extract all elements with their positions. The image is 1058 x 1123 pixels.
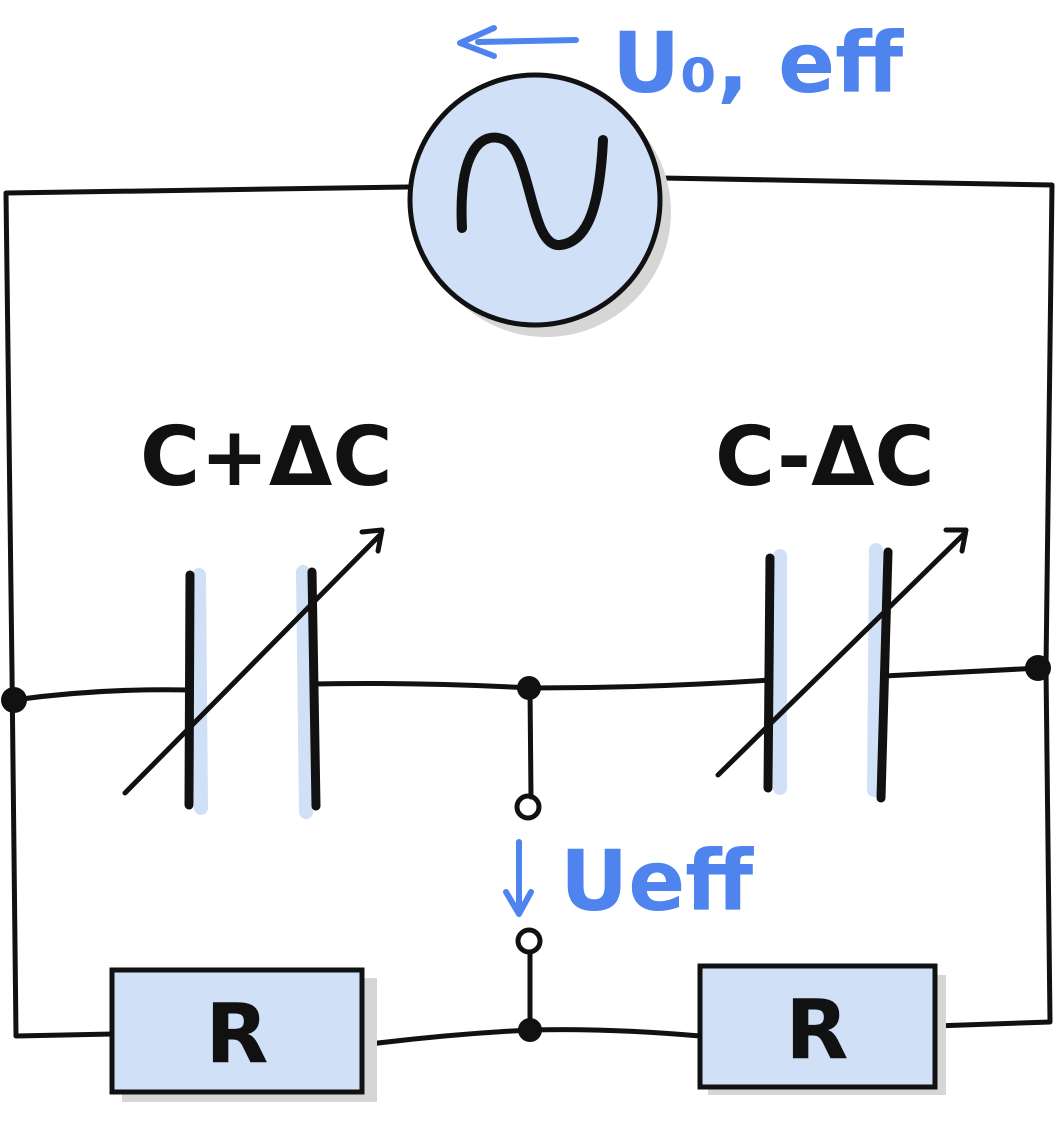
capacitor-right-label: C-ΔC (715, 410, 935, 505)
capacitor-right-variable-arrow (715, 527, 969, 778)
resistor-left-body (109, 967, 365, 1095)
terminal-bottom (515, 927, 543, 955)
source-voltage-arrow (457, 25, 579, 59)
arrow-left-icon (457, 25, 579, 59)
sine-wave-icon (456, 132, 608, 250)
ac-source (407, 72, 671, 337)
capacitor-left-variable-arrow (122, 527, 385, 796)
terminal-top (514, 793, 542, 821)
resistor-right-label: R (785, 983, 848, 1078)
capacitor-right-highlight-2 (867, 543, 883, 797)
junction-left (1, 687, 27, 713)
resistor-left-label: R (205, 987, 268, 1082)
capacitor-right-plate-1 (763, 553, 775, 793)
junction-center-top (517, 676, 541, 700)
arrow-down-icon (503, 839, 534, 917)
capacitor-left (122, 527, 385, 819)
wire-mid-center (309, 677, 773, 691)
resistor-right-body (697, 963, 938, 1090)
junction-right (1025, 655, 1051, 681)
capacitor-left-label: C+ΔC (140, 410, 393, 505)
output-voltage-label: Ueff (560, 832, 754, 930)
capacitor-right (715, 527, 969, 803)
junction-center-bottom (518, 1018, 542, 1042)
capacitor-left-plate-1 (184, 570, 195, 810)
wire-mid-left (11, 687, 194, 703)
capacitor-left-plate-2 (307, 567, 321, 811)
source-voltage-label: U₀, eff (612, 14, 904, 112)
wire-probe-top (527, 685, 534, 800)
capacitor-right-plate-2 (876, 547, 893, 803)
junction-dots (1, 655, 1051, 1042)
capacitor-left-highlight-1 (192, 568, 208, 815)
wire-mid-right (882, 665, 1043, 679)
resistor-right (697, 963, 946, 1095)
wire-top-left (3, 184, 411, 1039)
output-voltage-arrow (503, 839, 534, 917)
resistor-left (109, 967, 377, 1102)
measurement-branch (514, 685, 543, 1033)
